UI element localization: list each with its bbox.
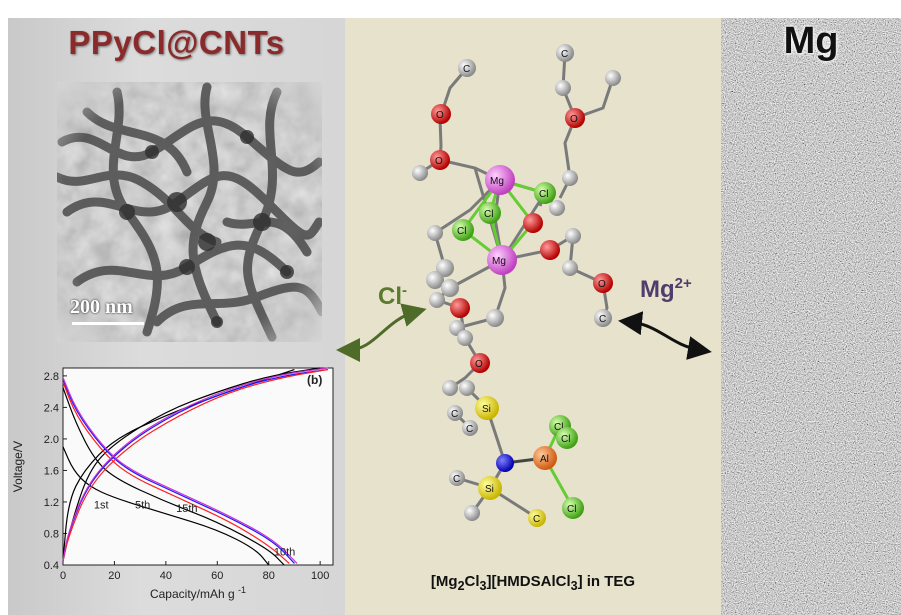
svg-text:Mg: Mg [492, 256, 506, 267]
y-axis-label: Voltage/V [11, 441, 25, 492]
discharge-curve-15th [62, 381, 290, 564]
charge-curve-series4 [62, 367, 328, 562]
discharge-curve-1st [62, 446, 270, 566]
svg-text:C: C [463, 64, 470, 75]
x-tick-label: 20 [108, 570, 120, 582]
svg-text:O: O [598, 279, 606, 290]
x-tick-label: 80 [263, 570, 275, 582]
x-tick-label: 100 [311, 570, 329, 582]
anion-atoms: Si C C Al Cl Cl Cl Si C C [447, 380, 584, 527]
y-tick-label: 0.4 [44, 560, 59, 572]
svg-text:C: C [451, 409, 458, 420]
discharge-curve-10th [62, 379, 295, 564]
svg-text:Si: Si [485, 484, 494, 495]
svg-text:C: C [561, 49, 568, 60]
magnesium-texture [721, 18, 901, 615]
x-tick-label: 40 [160, 570, 172, 582]
svg-text:O: O [475, 359, 483, 370]
cathode-title: PPyCl@CNTs [68, 24, 285, 61]
svg-text:O: O [435, 156, 443, 167]
cycle-label: 5th [135, 499, 150, 511]
panel-label: (b) [307, 373, 322, 387]
tem-image [57, 82, 322, 342]
svg-text:Cl: Cl [539, 189, 548, 200]
cycle-label: 15th [176, 503, 197, 515]
svg-text:O: O [570, 114, 578, 125]
charge-curve-15th [62, 368, 328, 562]
discharge-curve-series4 [62, 377, 298, 564]
svg-text:C: C [599, 314, 606, 325]
svg-text:Al: Al [540, 454, 549, 465]
y-tick-label: 2.8 [44, 371, 59, 383]
complex-atoms: C O O C O Mg Cl Cl Cl O C Mg [412, 44, 621, 396]
svg-text:Cl: Cl [554, 422, 563, 433]
discharge-curve-5th [62, 387, 285, 566]
svg-text:Cl: Cl [457, 226, 466, 237]
svg-text:Cl: Cl [561, 434, 570, 445]
svg-text:C: C [533, 514, 540, 525]
y-tick-label: 0.8 [44, 528, 59, 540]
electrolyte-molecule: C O O C O Mg Cl Cl Cl O C Mg [412, 44, 621, 527]
y-tick-label: 2.0 [44, 434, 59, 446]
charge-discharge-chart: 0 20 40 60 80 100 0.4 0.8 1.2 1.6 2.0 2.4 2.8Capacit… [11, 367, 334, 601]
scale-bar [72, 322, 144, 325]
cycle-label: 1st [94, 499, 109, 511]
anode-title: Mg [783, 20, 839, 62]
y-tick-label: 1.2 [44, 497, 59, 509]
x-tick-label: 60 [211, 570, 223, 582]
y-tick-label: 2.4 [44, 402, 59, 414]
x-tick-label: 0 [60, 570, 66, 582]
complex-bonds [419, 52, 615, 390]
scale-bar-label: 200 nm [70, 296, 133, 318]
svg-text:O: O [436, 110, 444, 121]
svg-text:C: C [466, 424, 473, 435]
magnesium-ion-label: Mg2+ [640, 275, 692, 303]
svg-text:Cl: Cl [484, 209, 493, 220]
cycle-label: 10th [274, 547, 295, 559]
svg-text:Cl: Cl [567, 504, 576, 515]
electrolyte-formula: [Mg2Cl3][HMDSAlCl3] in TEG [430, 573, 636, 593]
x-axis-label: Capacity/mAh g -1 [150, 585, 246, 601]
svg-text:Si: Si [482, 404, 491, 415]
chloride-ion-label: Cl- [378, 282, 407, 310]
y-tick-label: 1.6 [44, 465, 59, 477]
svg-text:C: C [453, 474, 460, 485]
svg-text:Mg: Mg [490, 176, 504, 187]
magnesium-panel [721, 18, 901, 615]
